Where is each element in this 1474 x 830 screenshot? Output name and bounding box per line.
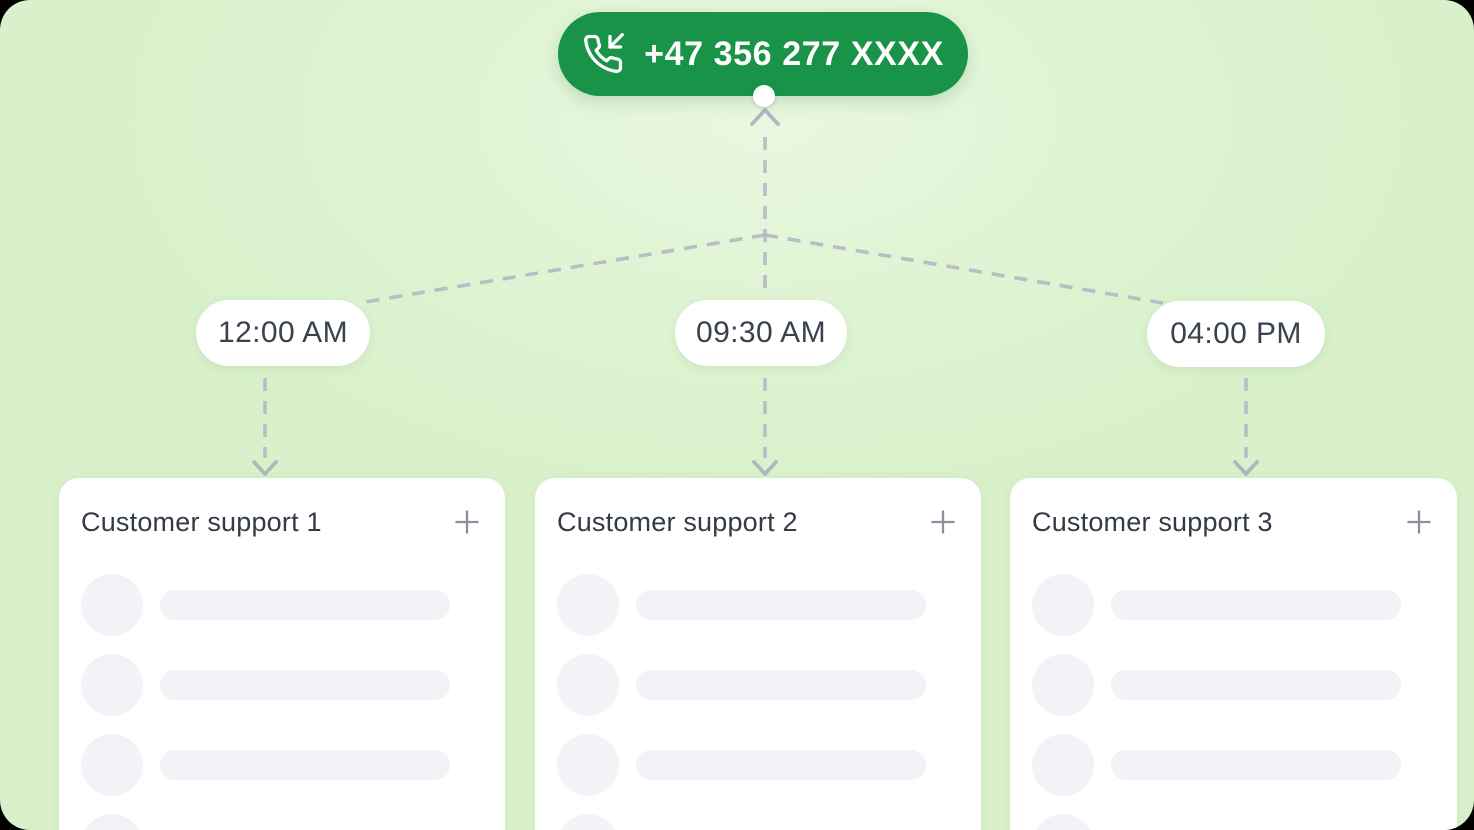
agent-placeholder-row	[1032, 814, 1435, 830]
text-placeholder	[160, 590, 450, 620]
avatar-placeholder	[81, 654, 143, 716]
card-header: Customer support 2	[557, 504, 959, 540]
agent-placeholder-row	[557, 734, 959, 796]
add-agent-button[interactable]	[927, 506, 959, 538]
agent-skeleton-list	[81, 574, 483, 830]
agent-skeleton-list	[1032, 574, 1435, 830]
avatar-placeholder	[557, 654, 619, 716]
text-placeholder	[636, 670, 926, 700]
add-agent-button[interactable]	[1403, 506, 1435, 538]
text-placeholder	[1111, 590, 1401, 620]
queue-card-3: Customer support 3	[1010, 478, 1457, 830]
avatar-placeholder	[81, 574, 143, 636]
avatar-placeholder	[1032, 654, 1094, 716]
agent-placeholder-row	[81, 574, 483, 636]
card-header: Customer support 1	[81, 504, 483, 540]
text-placeholder	[636, 590, 926, 620]
agent-placeholder-row	[81, 814, 483, 830]
plus-icon	[931, 510, 955, 534]
schedule-time-node-2[interactable]: 09:30 AM	[675, 300, 847, 366]
card-header: Customer support 3	[1032, 504, 1435, 540]
card-title: Customer support 2	[557, 506, 798, 537]
agent-placeholder-row	[81, 734, 483, 796]
queue-card-1: Customer support 1	[59, 478, 505, 830]
agent-skeleton-list	[557, 574, 959, 830]
text-placeholder	[636, 750, 926, 780]
arrow-down-icon	[1233, 460, 1259, 476]
agent-placeholder-row	[1032, 574, 1435, 636]
text-placeholder	[160, 670, 450, 700]
branch-right-line	[764, 233, 1164, 305]
schedule-time-node-1[interactable]: 12:00 AM	[196, 300, 370, 366]
connector-dot	[753, 85, 775, 107]
incoming-number-pill[interactable]: +47 356 277 XXXX	[558, 12, 968, 96]
time-label: 09:30 AM	[696, 316, 826, 349]
agent-placeholder-row	[557, 574, 959, 636]
time-label: 12:00 AM	[218, 316, 348, 349]
avatar-placeholder	[557, 734, 619, 796]
agent-placeholder-row	[1032, 654, 1435, 716]
avatar-placeholder	[81, 814, 143, 830]
card-title: Customer support 3	[1032, 506, 1273, 537]
avatar-placeholder	[81, 734, 143, 796]
agent-placeholder-row	[81, 654, 483, 716]
arrow-down-icon	[252, 460, 278, 476]
card-title: Customer support 1	[81, 506, 322, 537]
avatar-placeholder	[1032, 734, 1094, 796]
avatar-placeholder	[1032, 814, 1094, 830]
avatar-placeholder	[557, 814, 619, 830]
plus-icon	[455, 510, 479, 534]
add-agent-button[interactable]	[451, 506, 483, 538]
agent-placeholder-row	[557, 654, 959, 716]
text-placeholder	[1111, 670, 1401, 700]
avatar-placeholder	[1032, 574, 1094, 636]
avatar-placeholder	[557, 574, 619, 636]
plus-icon	[1407, 510, 1431, 534]
schedule-time-node-3[interactable]: 04:00 PM	[1147, 301, 1325, 367]
queue-card-2: Customer support 2	[535, 478, 981, 830]
incoming-number-label: +47 356 277 XXXX	[644, 34, 944, 73]
time-label: 04:00 PM	[1170, 317, 1302, 350]
arrow-up-icon	[750, 108, 780, 126]
text-placeholder	[1111, 750, 1401, 780]
arrow-down-icon	[752, 460, 778, 476]
text-placeholder	[160, 750, 450, 780]
phone-incoming-icon	[582, 33, 625, 75]
agent-placeholder-row	[1032, 734, 1435, 796]
branch-left-line	[358, 233, 766, 305]
agent-placeholder-row	[557, 814, 959, 830]
